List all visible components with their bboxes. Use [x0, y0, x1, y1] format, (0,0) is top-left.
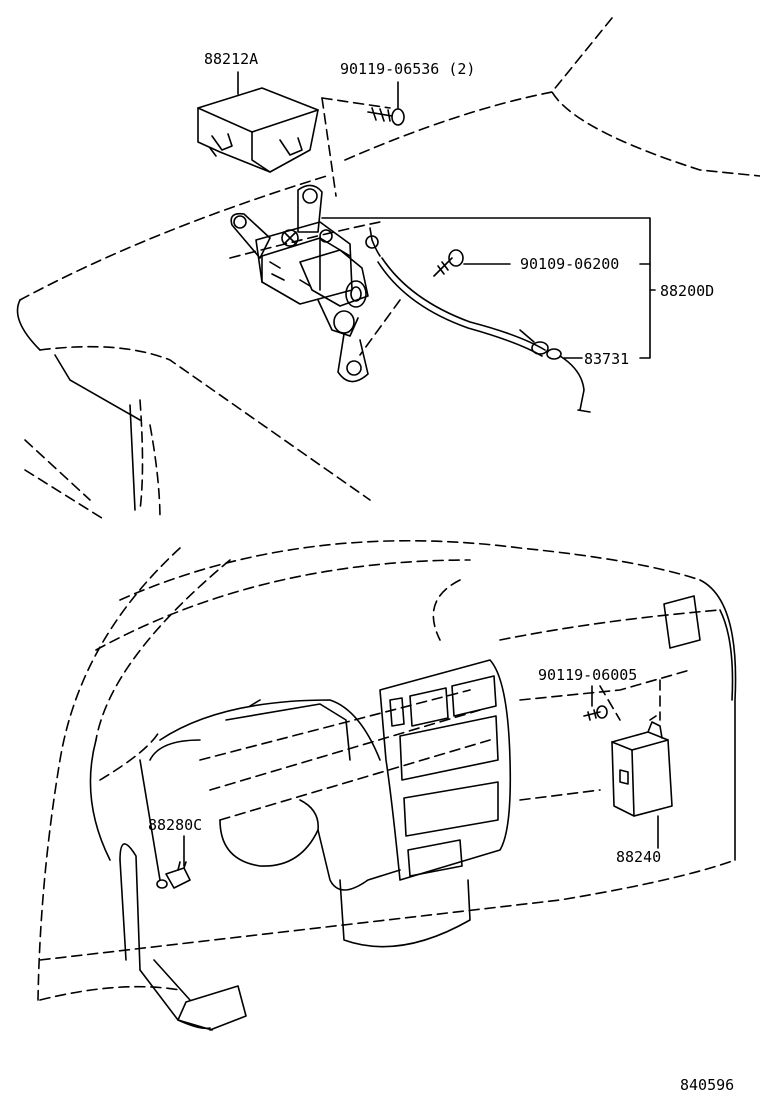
- figure-number: 840596: [680, 1076, 735, 1094]
- label-actuator-assembly: 88200D: [660, 282, 715, 300]
- actuator-assembly: [230, 184, 369, 383]
- assembly-bracket: [321, 217, 656, 359]
- engine-compartment-outline: [19, 17, 760, 521]
- cable-83731: [365, 227, 591, 413]
- bolt-90109-06200: [433, 249, 464, 277]
- label-bolt-lower: 90119-06005: [538, 666, 638, 684]
- cover-88212a: [197, 87, 319, 173]
- sensor-88280c: [156, 861, 191, 889]
- dashboard-solid: [89, 579, 737, 1031]
- label-computer-88240: 88240: [616, 848, 662, 866]
- interior-outline-dashed: [37, 539, 736, 1001]
- computer-88240: [611, 715, 673, 817]
- bolt-90119-06536: [367, 107, 405, 126]
- bolt-90119-06005: [583, 705, 608, 721]
- label-bolt-top: 90119-06536 (2): [340, 60, 476, 78]
- label-bolt-mid: 90109-06200: [520, 255, 620, 273]
- label-sensor-88280c: 88280C: [148, 816, 203, 834]
- label-cable-83731: 83731: [584, 350, 630, 368]
- engine-compartment-edges: [16, 299, 141, 511]
- label-cover-88212a: 88212A: [204, 50, 259, 68]
